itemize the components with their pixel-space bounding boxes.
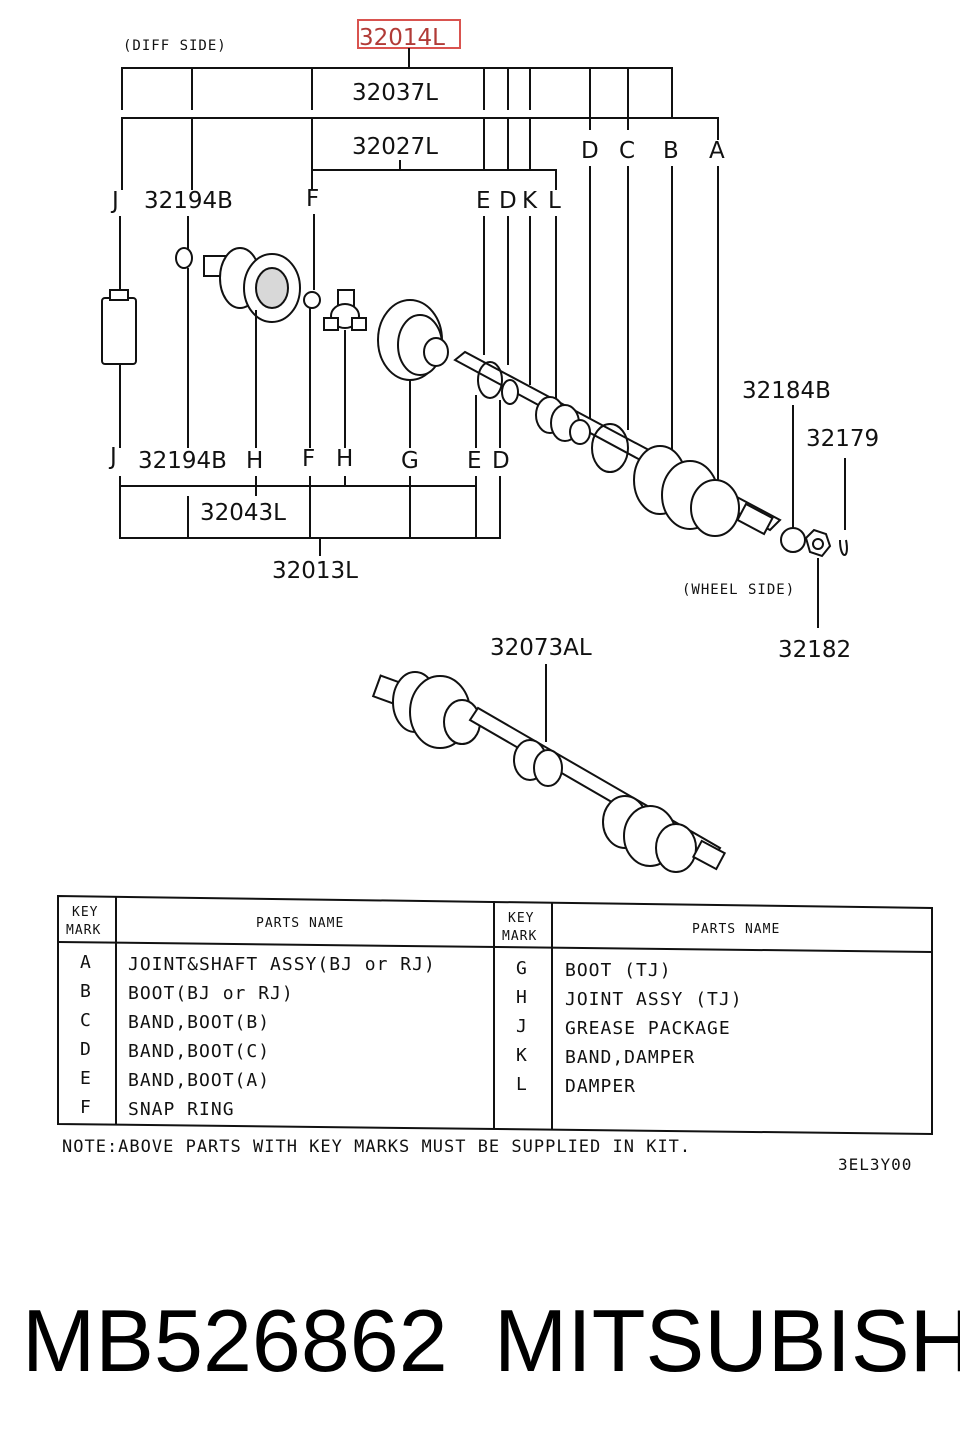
diagram-code: 3EL3Y00 (838, 1155, 912, 1174)
key-L-top: L (548, 188, 561, 214)
left-key-2: C (80, 1010, 92, 1031)
key-D-top: D (499, 188, 517, 214)
key-J-top: J (110, 188, 119, 214)
tripod-spider (323, 289, 367, 331)
left-part-name-3: BAND,BOOT(C) (128, 1041, 270, 1062)
tj-boot (377, 299, 449, 381)
key-H-bottom: H (246, 448, 263, 474)
tj-joint-housing (203, 247, 301, 323)
key-J-bottom: J (108, 444, 117, 470)
label-32182[interactable]: 32182 (778, 637, 851, 663)
drive-shaft (453, 350, 782, 537)
key-C-right: C (619, 138, 635, 164)
key-D-bottom: D (492, 448, 510, 474)
table-left-rows: A JOINT&SHAFT ASSY(BJ or RJ) B BOOT(BJ or R… (80, 952, 436, 1120)
key-A-right: A (709, 138, 725, 164)
left-part-name-1: BOOT(BJ or RJ) (128, 983, 294, 1004)
label-32037L[interactable]: 32037L (352, 80, 438, 106)
right-key-2: J (516, 1016, 528, 1037)
label-32194B-bottom[interactable]: 32194B (138, 448, 227, 474)
key-E-bottom: E (467, 448, 482, 474)
right-key-1: H (516, 987, 528, 1008)
label-32027L[interactable]: 32027L (352, 134, 438, 160)
right-key-3: K (516, 1045, 528, 1066)
right-part-name-4: DAMPER (565, 1076, 636, 1097)
right-part-name-3: BAND,DAMPER (565, 1047, 695, 1068)
table-header-key-mark-right-l2: MARK (502, 929, 537, 944)
parts-table (57, 894, 933, 1136)
right-part-name-2: GREASE PACKAGE (565, 1018, 731, 1039)
cotter-pin-32179 (839, 539, 848, 556)
table-right-rows: G BOOT (TJ) H JOINT ASSY (TJ) J GREASE PACKAG… (516, 958, 743, 1097)
left-part-name-0: JOINT&SHAFT ASSY(BJ or RJ) (128, 954, 436, 975)
left-part-name-2: BAND,BOOT(B) (128, 1012, 270, 1033)
key-E-top: E (476, 188, 491, 214)
left-part-name-4: BAND,BOOT(A) (128, 1070, 270, 1091)
key-F-top: F (306, 186, 319, 212)
diff-side-label: (DIFF SIDE) (123, 38, 227, 54)
key-B-right: B (663, 138, 679, 164)
hub-nut-32182 (804, 528, 832, 558)
table-header-key-mark-left-l1: KEY (72, 905, 98, 920)
table-header-parts-name-right: PARTS NAME (692, 922, 780, 937)
label-32184B[interactable]: 32184B (742, 378, 831, 404)
key-D-right: D (581, 138, 599, 164)
table-header-key-mark-right-l1: KEY (508, 911, 534, 926)
left-key-4: E (80, 1068, 92, 1089)
snap-ring-32194b (175, 247, 193, 269)
left-key-5: F (80, 1097, 92, 1118)
right-key-0: G (516, 958, 528, 979)
key-K-top: K (522, 188, 538, 214)
left-part-name-5: SNAP RING (128, 1099, 235, 1120)
washer-32184b (780, 527, 806, 553)
key-G-bottom: G (401, 448, 419, 474)
right-part-name-0: BOOT (TJ) (565, 960, 672, 981)
wheel-side-label: (WHEEL SIDE) (682, 582, 795, 598)
snap-ring-f (303, 291, 321, 309)
label-32043L[interactable]: 32043L (200, 500, 286, 526)
table-header-parts-name-left: PARTS NAME (256, 916, 344, 931)
left-key-3: D (80, 1039, 92, 1060)
left-key-1: B (80, 981, 92, 1002)
brand-name: MITSUBISHI (494, 1291, 960, 1390)
table-header-key-mark-left-l2: MARK (66, 923, 101, 938)
left-key-0: A (80, 952, 92, 973)
table-note: NOTE:ABOVE PARTS WITH KEY MARKS MUST BE … (62, 1137, 691, 1157)
highlighted-part-label[interactable]: 32014L (359, 25, 445, 51)
key-H2-bottom: H (336, 446, 353, 472)
right-key-4: L (516, 1074, 528, 1095)
label-32179[interactable]: 32179 (806, 426, 879, 452)
key-F-bottom: F (302, 446, 315, 472)
part-number: MB526862 (22, 1291, 448, 1390)
footer: MB526862 MITSUBISHI (0, 1290, 960, 1390)
right-part-name-1: JOINT ASSY (TJ) (565, 989, 743, 1010)
grease-package (101, 297, 137, 365)
label-32013L[interactable]: 32013L (272, 558, 358, 584)
label-32194B-top[interactable]: 32194B (144, 188, 233, 214)
label-32073AL[interactable]: 32073AL (490, 635, 592, 661)
complete-driveshaft-assy (371, 671, 727, 873)
